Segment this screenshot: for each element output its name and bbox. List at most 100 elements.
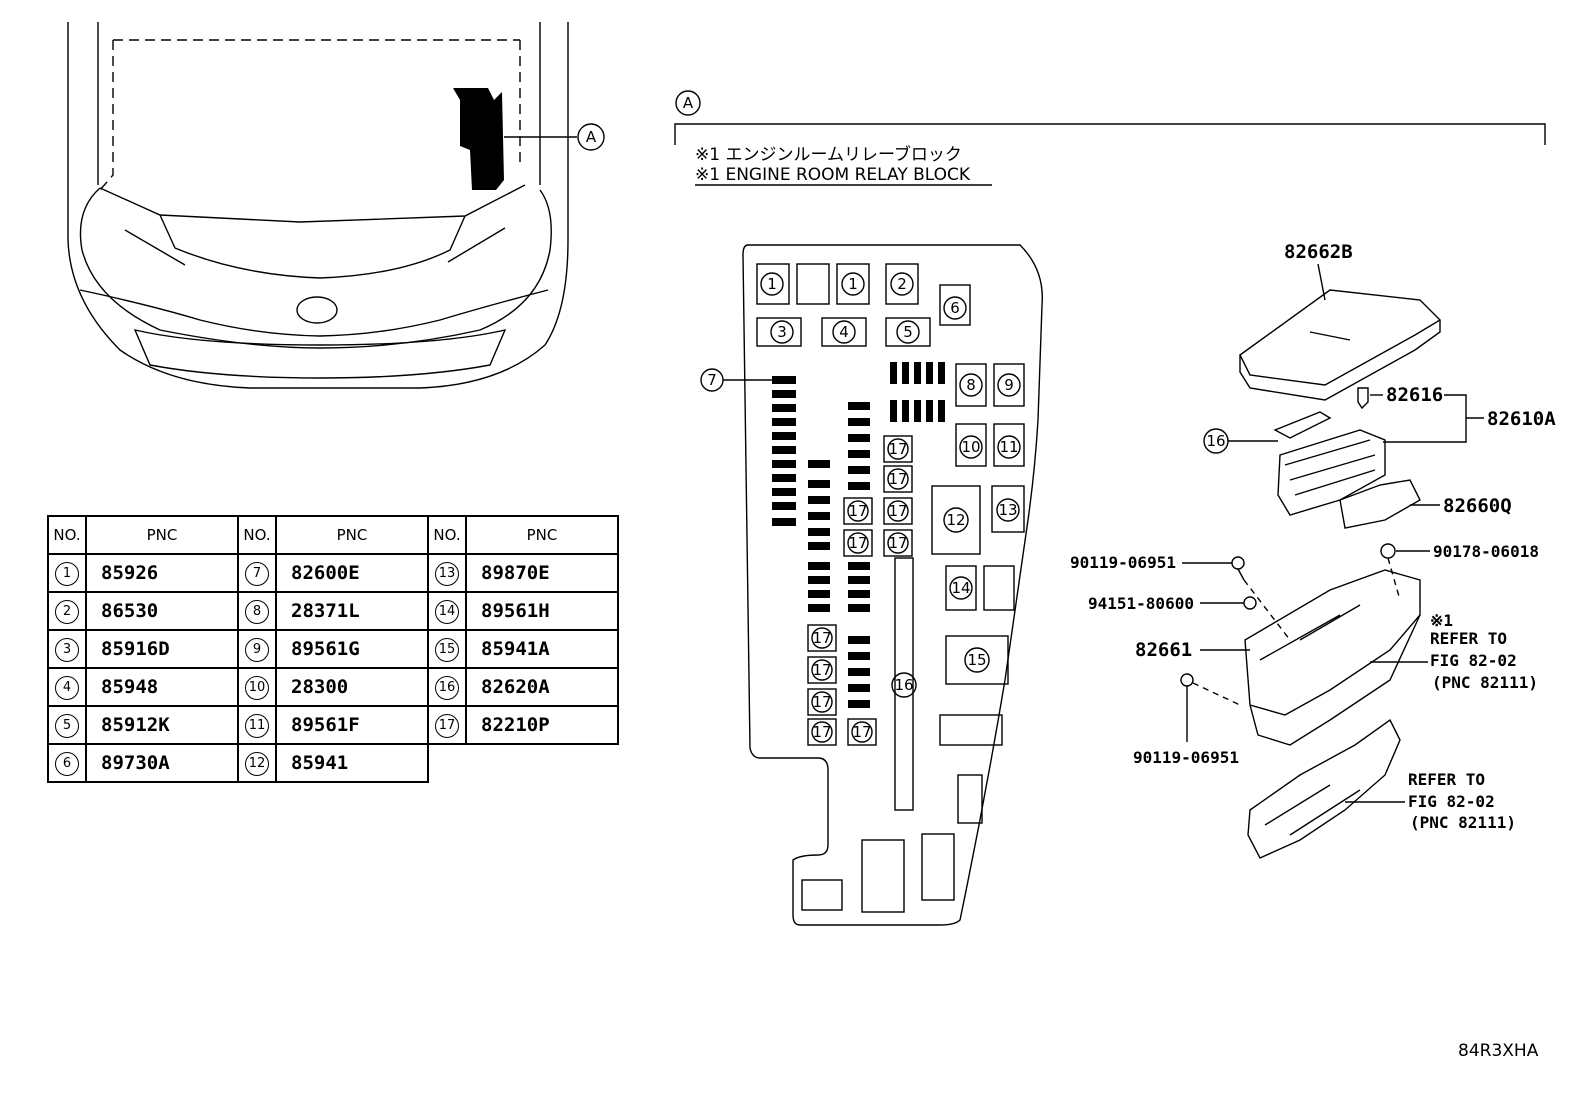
car-front-outline: A xyxy=(67,22,605,389)
title-english: ※1 ENGINE ROOM RELAY BLOCK xyxy=(695,165,971,185)
num-12: 12 xyxy=(946,511,965,529)
label-82660q: 82660Q xyxy=(1443,495,1512,517)
cell-pnc: 28300 xyxy=(275,667,429,707)
num-7: 7 xyxy=(707,371,717,389)
number-circle: 6 xyxy=(55,752,79,776)
num-3: 3 xyxy=(777,323,787,341)
num-1b: 1 xyxy=(848,275,858,293)
num-17: 17 xyxy=(888,502,907,520)
number-circle: 7 xyxy=(245,562,269,586)
cell-pnc: 82210P xyxy=(465,705,619,745)
number-circle: 4 xyxy=(55,676,79,700)
num-17: 17 xyxy=(888,470,907,488)
cell-pnc: 28371L xyxy=(275,591,429,631)
label-82610a: 82610A xyxy=(1487,408,1556,430)
cell-pnc: 89561F xyxy=(275,705,429,745)
cell-pnc: 85941 xyxy=(275,743,429,783)
header-no: NO. xyxy=(237,515,277,555)
cell-no: 5 xyxy=(47,705,87,745)
header-no: NO. xyxy=(427,515,467,555)
exploded-parts: 82662B 82616 82610A 16 82660Q 90119-0695… xyxy=(1070,241,1556,859)
num-9: 9 xyxy=(1004,376,1014,394)
num-17: 17 xyxy=(812,661,831,679)
cell-pnc: 89561H xyxy=(465,591,619,631)
refer1-line1: REFER TO xyxy=(1430,629,1507,648)
header-pnc: PNC xyxy=(275,515,429,555)
num-17: 17 xyxy=(888,440,907,458)
cell-no: 14 xyxy=(427,591,467,631)
number-circle: 2 xyxy=(55,600,79,624)
num-8: 8 xyxy=(966,376,976,394)
cell-pnc: 85912K xyxy=(85,705,239,745)
cell-pnc: 85926 xyxy=(85,553,239,593)
num-4: 4 xyxy=(839,323,849,341)
marker-a-header: A xyxy=(683,94,694,112)
header-pnc: PNC xyxy=(465,515,619,555)
refer2-line3: (PNC 82111) xyxy=(1410,813,1516,832)
relay-block-layout: 1 1 2 3 4 5 6 7 8 9 10 11 12 13 14 15 16… xyxy=(700,244,1044,926)
number-circle: 14 xyxy=(435,600,459,624)
label-item-16: 16 xyxy=(1206,432,1225,450)
num-10: 10 xyxy=(961,438,980,456)
marker-a-car: A xyxy=(586,128,597,146)
number-circle: 3 xyxy=(55,638,79,662)
diagram-code: 84R3XHA xyxy=(1458,1041,1539,1061)
num-17: 17 xyxy=(812,629,831,647)
refer2-line1: REFER TO xyxy=(1408,770,1485,789)
cell-pnc: 82620A xyxy=(465,667,619,707)
title-japanese: ※1 エンジンルームリレーブロック xyxy=(695,144,962,165)
cell-pnc: 89561G xyxy=(275,629,429,669)
cell-pnc: 82600E xyxy=(275,553,429,593)
cell-no: 1 xyxy=(47,553,87,593)
cell-no: 17 xyxy=(427,705,467,745)
cell-pnc: 85948 xyxy=(85,667,239,707)
number-circle: 5 xyxy=(55,714,79,738)
cell-empty xyxy=(428,744,618,782)
num-11: 11 xyxy=(999,438,1018,456)
number-circle: 17 xyxy=(435,714,459,738)
number-circle: 1 xyxy=(55,562,79,586)
num-17: 17 xyxy=(812,693,831,711)
refer-note-mark: ※1 xyxy=(1430,611,1453,630)
number-circle: 13 xyxy=(435,562,459,586)
header-no: NO. xyxy=(47,515,87,555)
label-90178: 90178-06018 xyxy=(1433,542,1539,561)
num-17: 17 xyxy=(888,534,907,552)
cell-no: 3 xyxy=(47,629,87,669)
cell-no: 7 xyxy=(237,553,277,593)
cell-pnc: 85941A xyxy=(465,629,619,669)
refer1-line3: (PNC 82111) xyxy=(1432,673,1538,692)
num-17: 17 xyxy=(848,502,867,520)
refer2-line2: FIG 82-02 xyxy=(1408,792,1495,811)
num-17: 17 xyxy=(848,534,867,552)
num-2: 2 xyxy=(897,275,907,293)
section-header: A ※1 エンジンルームリレーブロック ※1 ENGINE ROOM RELAY… xyxy=(674,90,1546,186)
cell-pnc: 86530 xyxy=(85,591,239,631)
label-82616: 82616 xyxy=(1386,384,1443,406)
number-circle: 9 xyxy=(245,638,269,662)
num-17: 17 xyxy=(852,723,871,741)
cell-pnc: 89730A xyxy=(85,743,239,783)
num-16: 16 xyxy=(894,676,913,694)
number-circle: 8 xyxy=(245,600,269,624)
num-1a: 1 xyxy=(767,275,777,293)
num-15: 15 xyxy=(967,651,986,669)
fuse-bars xyxy=(772,362,945,708)
cell-no: 4 xyxy=(47,667,87,707)
cell-no: 6 xyxy=(47,743,87,783)
num-14: 14 xyxy=(951,579,970,597)
cell-no: 13 xyxy=(427,553,467,593)
cell-no: 10 xyxy=(237,667,277,707)
cell-pnc: 85916D xyxy=(85,629,239,669)
cell-pnc: 89870E xyxy=(465,553,619,593)
block-number-circles: 1 1 2 3 4 5 6 7 8 9 10 11 12 13 14 15 16… xyxy=(700,272,1021,743)
relay-block-location xyxy=(453,88,504,190)
